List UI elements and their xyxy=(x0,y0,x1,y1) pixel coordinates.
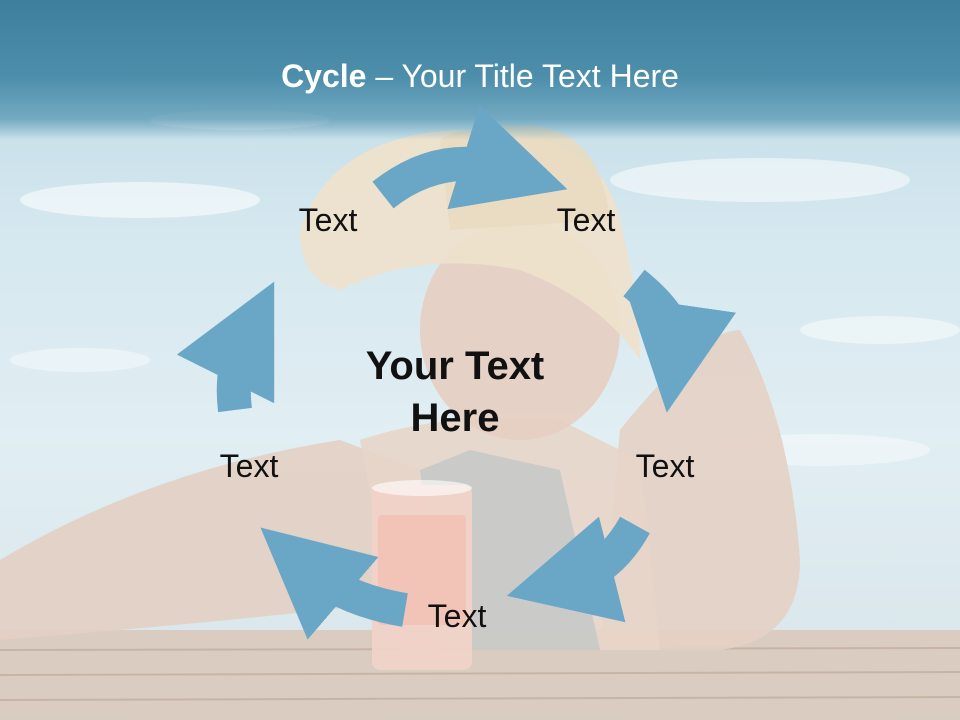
cycle-node-2: Text xyxy=(556,202,616,238)
cycle-node-5: Text xyxy=(219,448,279,484)
cycle-arrow-right xyxy=(623,269,736,413)
cycle-node-4: Text xyxy=(427,598,487,634)
title-rest: Your Title Text Here xyxy=(401,58,679,94)
slide-title: Cycle – Your Title Text Here xyxy=(0,54,960,98)
title-bold: Cycle xyxy=(281,58,367,94)
cycle-node-1: Text xyxy=(298,202,358,238)
cycle-arrow-top xyxy=(372,105,568,210)
cycle-arrow-bottom-right xyxy=(506,516,650,623)
cycle-node-3: Text xyxy=(635,448,695,484)
center-text: Your Text Here xyxy=(365,344,545,440)
cycle-arrow-left xyxy=(176,281,275,413)
title-separator: – xyxy=(366,58,402,94)
cycle-arrow-bottom-left xyxy=(260,527,408,640)
